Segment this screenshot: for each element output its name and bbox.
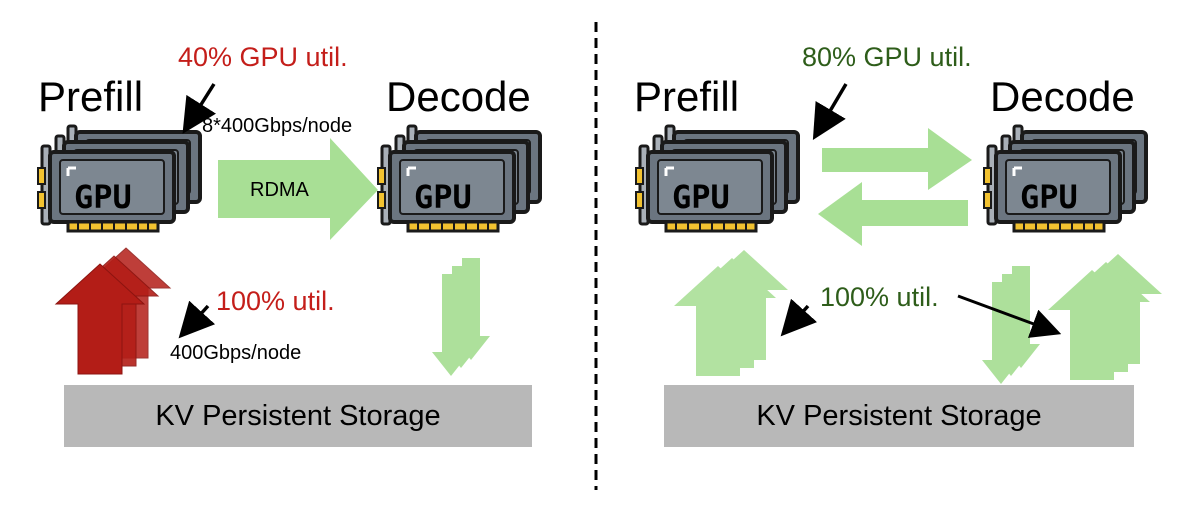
right-decode-gpu-label: GPU [1020,178,1078,216]
right-decode-download-arrow [982,266,1040,384]
left-prefill-title: Prefill [38,73,144,120]
right-storage-util: 100% util. [820,282,939,312]
right-storage-box: KV Persistent Storage [664,385,1134,447]
left-storage-util: 100% util. [216,286,335,316]
right-prefill-gpu-label: GPU [672,178,730,216]
right-gpu-util-pointer [812,83,848,141]
right-prefill-title: Prefill [634,73,740,120]
right-gpu-util: 80% GPU util. [802,42,972,72]
left-gpu-util-pointer [182,83,217,134]
left-storage-download-arrow [432,258,490,376]
left-decode-gpu-label: GPU [414,178,472,216]
left-rdma-bandwidth: 8*400Gbps/node [202,115,353,137]
left-decode-title: Decode [386,73,531,120]
right-decode-title: Decode [990,73,1135,120]
left-rdma-arrow [218,138,378,240]
left-storage-util-pointer [178,300,216,339]
right-transfer-arrow-backward [818,182,968,246]
left-prefill-gpu-util: 40% GPU util. [178,42,348,72]
left-storage-bandwidth: 400Gbps/node [170,342,302,364]
left-storage-box: KV Persistent Storage [64,385,532,447]
right-prefill-upload-arrow [674,250,788,376]
right-transfer-arrow-forward [822,128,972,190]
left-storage-upload-arrow [55,247,171,375]
right-decode-upload-arrow [1048,254,1162,380]
right-storage-util-pointer-left [780,298,818,337]
right-storage-util-pointer-right [957,294,1062,338]
left-prefill-gpu-label: GPU [74,178,132,216]
left-transfer-label: RDMA [250,179,309,201]
